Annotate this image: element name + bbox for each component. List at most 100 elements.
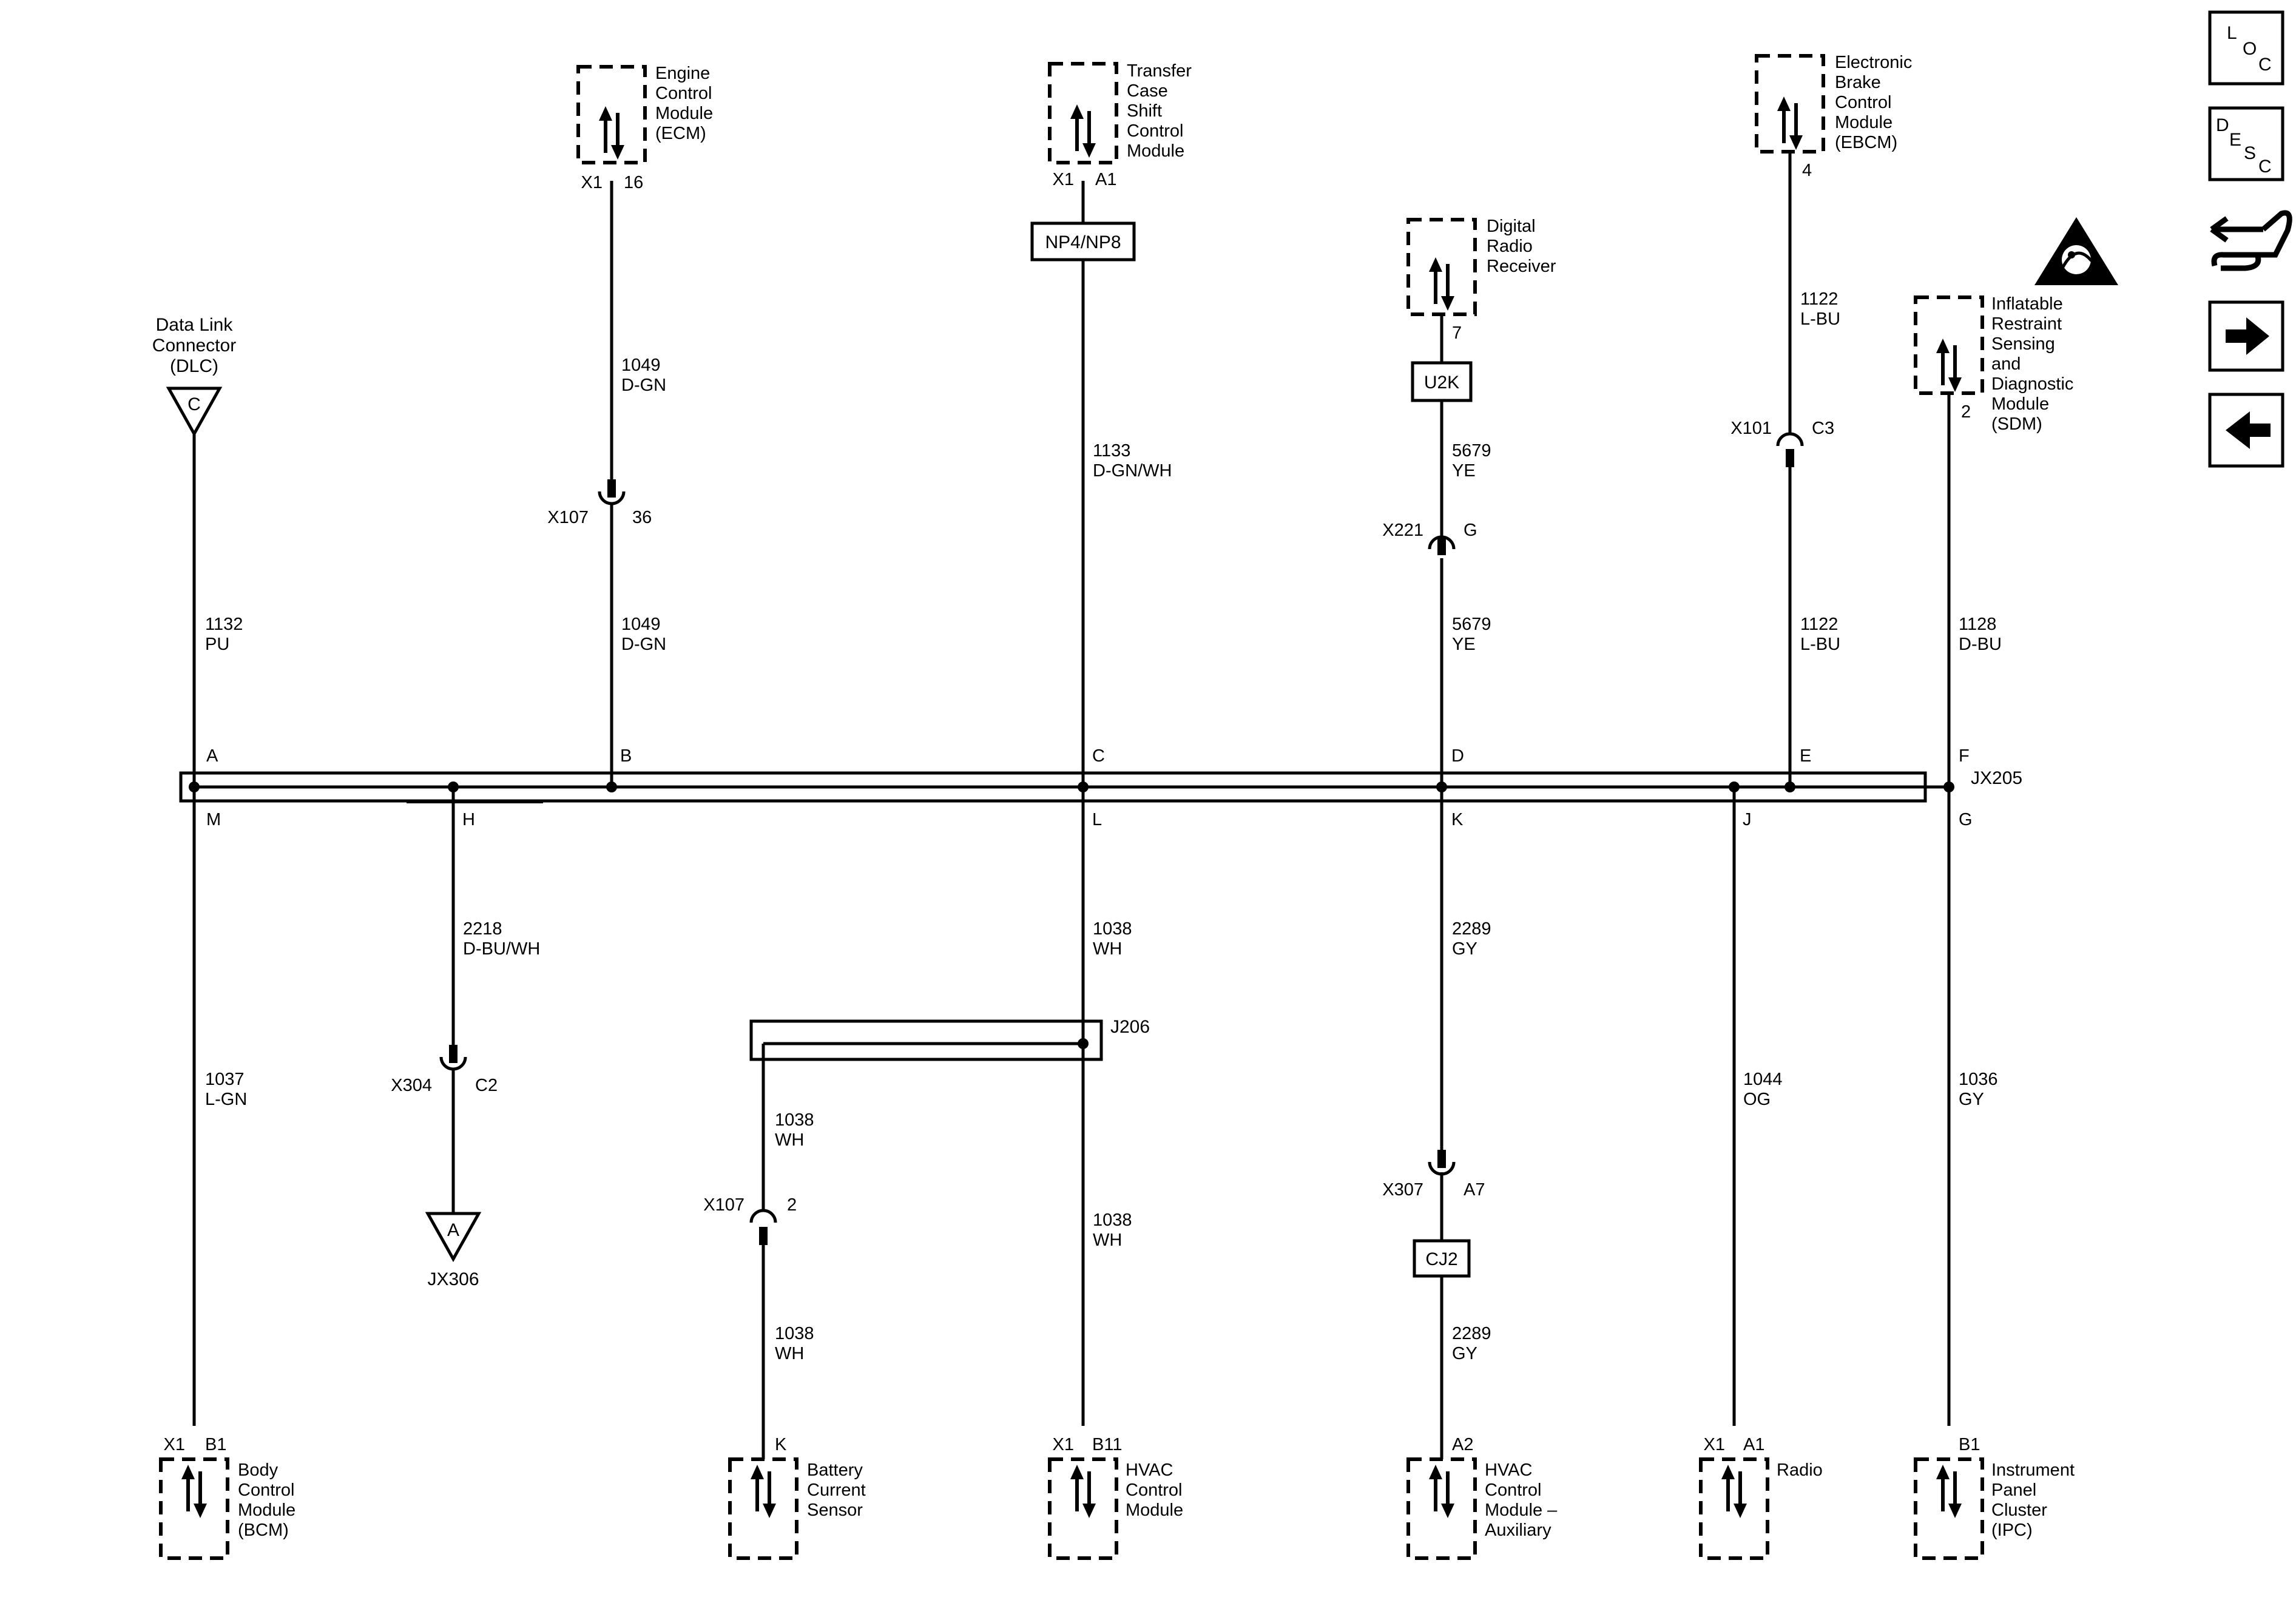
inline-connector-x307: X307 A7 bbox=[1382, 1150, 1485, 1200]
svg-text:2218: 2218 bbox=[463, 919, 502, 939]
svg-text:D-GN: D-GN bbox=[621, 376, 666, 395]
airbag-warning-icon bbox=[2034, 217, 2118, 285]
next-page-button[interactable] bbox=[2208, 300, 2284, 372]
svg-text:X1: X1 bbox=[581, 173, 603, 192]
svg-text:CJ2: CJ2 bbox=[1425, 1249, 1457, 1269]
svg-text:Control: Control bbox=[1835, 93, 1892, 112]
svg-text:1038: 1038 bbox=[775, 1324, 814, 1343]
battery-current-sensor: K Battery Current Sensor bbox=[728, 1435, 866, 1560]
up-down-arrows-icon bbox=[1070, 104, 1096, 158]
inline-connector-x107: X107 36 bbox=[547, 479, 652, 527]
up-down-arrows-icon bbox=[1070, 1465, 1096, 1518]
svg-text:D: D bbox=[2216, 115, 2229, 135]
electronic-brake-control-module: 4 Electronic Brake Control Module (EBCM) bbox=[1755, 53, 1912, 180]
svg-text:G: G bbox=[1464, 521, 1477, 540]
svg-text:A2: A2 bbox=[1452, 1435, 1473, 1454]
off-page-reference: A JX306 bbox=[425, 1212, 482, 1289]
wire-segments bbox=[192, 154, 1951, 1459]
svg-text:Instrument: Instrument bbox=[1991, 1460, 2075, 1480]
svg-text:O: O bbox=[2243, 39, 2257, 59]
svg-text:L-BU: L-BU bbox=[1800, 635, 1840, 654]
bus-splice-dots bbox=[189, 781, 1954, 1049]
svg-text:C: C bbox=[187, 394, 201, 414]
svg-text:X221: X221 bbox=[1382, 521, 1423, 540]
svg-text:Inflatable: Inflatable bbox=[1991, 294, 2063, 314]
svg-text:1049: 1049 bbox=[621, 356, 661, 375]
svg-text:K: K bbox=[775, 1435, 787, 1454]
bus-pin-label: F bbox=[1959, 746, 1970, 766]
description-button[interactable]: D E S C bbox=[2208, 106, 2284, 181]
svg-text:HVAC: HVAC bbox=[1126, 1460, 1173, 1480]
svg-text:1038: 1038 bbox=[1093, 919, 1132, 939]
svg-text:Auxiliary: Auxiliary bbox=[1485, 1521, 1551, 1540]
svg-text:16: 16 bbox=[624, 173, 643, 192]
svg-text:D-BU/WH: D-BU/WH bbox=[463, 939, 540, 959]
up-down-arrows-icon bbox=[1777, 96, 1803, 150]
svg-text:Shift: Shift bbox=[1127, 101, 1162, 121]
svg-text:Cluster: Cluster bbox=[1991, 1501, 2047, 1520]
svg-text:Engine: Engine bbox=[655, 64, 710, 83]
svg-text:U2K: U2K bbox=[1424, 373, 1459, 393]
inline-connector-x221: X221 G bbox=[1382, 521, 1477, 555]
up-down-arrows-icon bbox=[1721, 1465, 1747, 1518]
previous-page-button[interactable] bbox=[2208, 393, 2284, 468]
option-boxes: NP4/NP8 U2K CJ2 bbox=[1030, 221, 1473, 1278]
hvac-control-module-auxiliary: A2 HVAC Control Module – Auxiliary bbox=[1406, 1435, 1558, 1560]
svg-text:X1: X1 bbox=[1053, 1435, 1074, 1454]
svg-text:OG: OG bbox=[1743, 1090, 1771, 1109]
svg-text:(EBCM): (EBCM) bbox=[1835, 133, 1897, 152]
svg-text:Current: Current bbox=[807, 1480, 866, 1500]
svg-text:X304: X304 bbox=[391, 1076, 432, 1095]
svg-text:L-GN: L-GN bbox=[205, 1090, 247, 1109]
svg-text:C: C bbox=[2258, 55, 2272, 75]
inflatable-restraint-sensing-module: 2 Inflatable Restraint Sensing and Diagn… bbox=[1914, 217, 2118, 434]
svg-text:Sensor: Sensor bbox=[807, 1501, 863, 1520]
svg-text:Transfer: Transfer bbox=[1127, 61, 1192, 81]
connector-tool-icon[interactable] bbox=[2210, 210, 2292, 271]
svg-text:D-BU: D-BU bbox=[1959, 635, 2002, 654]
svg-text:Control: Control bbox=[238, 1480, 295, 1500]
svg-text:and: and bbox=[1991, 354, 2021, 374]
svg-text:WH: WH bbox=[775, 1344, 804, 1363]
location-button[interactable]: L O C bbox=[2208, 10, 2284, 86]
svg-text:A1: A1 bbox=[1095, 170, 1116, 189]
svg-text:A1: A1 bbox=[1743, 1435, 1764, 1454]
svg-text:YE: YE bbox=[1452, 635, 1476, 654]
svg-text:C2: C2 bbox=[475, 1076, 498, 1095]
svg-text:(SDM): (SDM) bbox=[1991, 414, 2042, 434]
svg-text:1038: 1038 bbox=[1093, 1210, 1132, 1230]
data-bus: JX205 bbox=[179, 768, 2022, 803]
bus-pin-label: L bbox=[1092, 810, 1102, 829]
svg-text:X1: X1 bbox=[1704, 1435, 1725, 1454]
data-link-connector: C Data Link Connector (DLC) bbox=[152, 315, 236, 437]
svg-text:(BCM): (BCM) bbox=[238, 1521, 289, 1540]
svg-text:A: A bbox=[447, 1220, 459, 1240]
svg-text:GY: GY bbox=[1452, 939, 1477, 959]
transfer-case-shift-control-module: X1 A1 Transfer Case Shift Control Module bbox=[1048, 61, 1192, 189]
option-box-u2k: U2K bbox=[1411, 361, 1473, 402]
svg-text:X107: X107 bbox=[703, 1195, 745, 1215]
svg-text:Module: Module bbox=[1127, 141, 1184, 161]
bus-pin-label: B bbox=[620, 746, 632, 766]
svg-text:J206: J206 bbox=[1110, 1017, 1150, 1037]
svg-text:Data Link: Data Link bbox=[156, 315, 234, 335]
up-down-arrows-icon bbox=[751, 1465, 776, 1518]
inline-connectors: X107 36 X221 G X101 C3 X304 C2 X107 2 X3… bbox=[391, 419, 1834, 1245]
svg-text:C: C bbox=[2258, 157, 2272, 177]
svg-text:4: 4 bbox=[1802, 161, 1812, 180]
bus-pin-label: E bbox=[1800, 746, 1811, 766]
svg-text:Radio: Radio bbox=[1487, 237, 1533, 256]
svg-text:X1: X1 bbox=[1053, 170, 1074, 189]
bus-pin-label: M bbox=[206, 810, 221, 829]
svg-text:GY: GY bbox=[1959, 1090, 1984, 1109]
svg-text:(DLC): (DLC) bbox=[170, 356, 218, 376]
radio: X1 A1 Radio bbox=[1699, 1435, 1823, 1560]
